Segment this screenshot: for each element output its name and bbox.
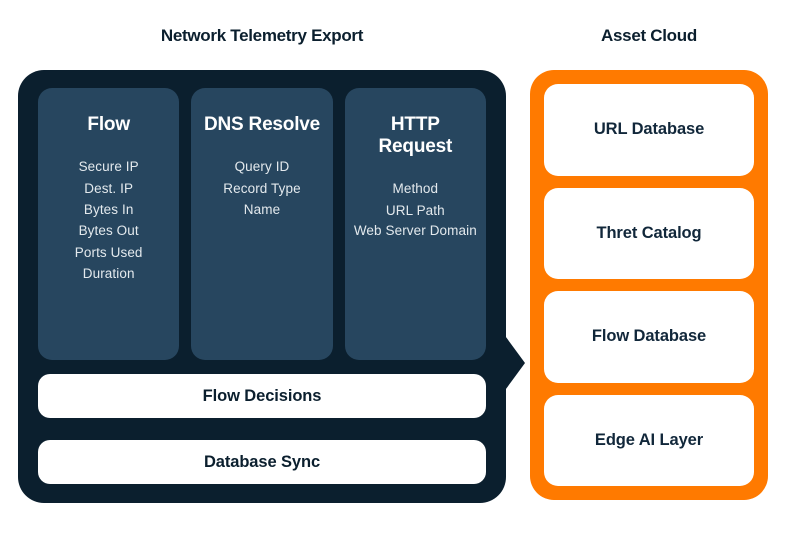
card-item: Ports Used: [74, 244, 143, 260]
card-item: Bytes Out: [78, 223, 139, 239]
card-item: URL Path: [385, 202, 445, 218]
card-item: Duration: [82, 265, 135, 281]
asset-card-flow-database[interactable]: Flow Database: [544, 291, 754, 383]
card-item: Name: [243, 201, 281, 217]
asset-card-edge-ai-layer[interactable]: Edge AI Layer: [544, 394, 754, 486]
card-item: Dest. IP: [84, 180, 134, 196]
telemetry-card-flow[interactable]: Flow Secure IP Dest. IP Bytes In Bytes O…: [38, 88, 180, 360]
card-item: Query ID: [234, 159, 290, 175]
telemetry-columns: Flow Secure IP Dest. IP Bytes In Bytes O…: [38, 88, 486, 360]
card-item: Web Server Domain: [353, 223, 477, 239]
asset-card-label: Edge AI Layer: [594, 430, 704, 449]
telemetry-card-http-request[interactable]: HTTP Request Method URL Path Web Server …: [344, 88, 486, 360]
flow-arrow-icon: [503, 333, 525, 393]
flow-decisions-bar[interactable]: Flow Decisions: [38, 374, 486, 418]
bar-label: Flow Decisions: [202, 386, 322, 405]
card-item: Secure IP: [78, 159, 139, 175]
card-item: Bytes In: [83, 201, 134, 217]
asset-card-label: Flow Database: [591, 327, 707, 346]
card-item: Record Type: [223, 180, 301, 196]
card-title: HTTP Request: [378, 114, 453, 158]
asset-cloud-panel: URL Database Thret Catalog Flow Database…: [530, 70, 768, 500]
bar-label: Database Sync: [203, 452, 321, 471]
asset-card-thret-catalog[interactable]: Thret Catalog: [544, 187, 754, 279]
database-sync-bar[interactable]: Database Sync: [38, 440, 486, 484]
asset-card-label: Thret Catalog: [596, 223, 702, 242]
left-section-title: Network Telemetry Export: [160, 26, 364, 45]
asset-card-url-database[interactable]: URL Database: [544, 84, 754, 176]
telemetry-card-dns-resolve[interactable]: DNS Resolve Query ID Record Type Name: [191, 88, 333, 360]
card-title: DNS Resolve: [203, 114, 321, 135]
asset-card-label: URL Database: [593, 120, 705, 139]
right-section-title: Asset Cloud: [601, 26, 697, 45]
card-title: Flow: [87, 114, 130, 135]
card-item: Method: [392, 181, 439, 197]
